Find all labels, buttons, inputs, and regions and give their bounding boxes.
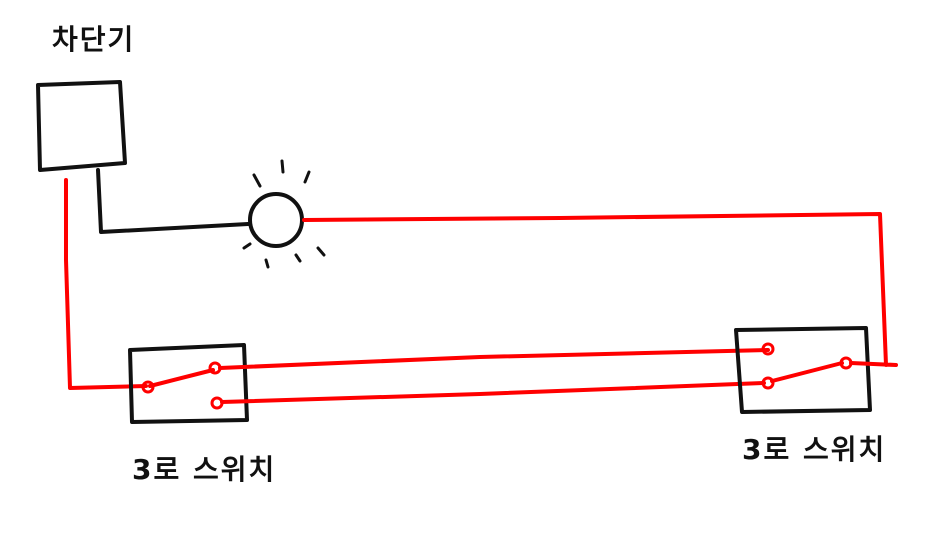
lamp-icon xyxy=(242,159,326,269)
traveler-wire-upper xyxy=(218,348,770,370)
switch-box-right xyxy=(734,326,872,414)
traveler-wire-lower xyxy=(220,381,766,404)
three-way-switch-right xyxy=(734,326,872,414)
neutral-wire xyxy=(96,168,250,234)
lamp-rays xyxy=(242,159,326,269)
terminal-left-common xyxy=(141,380,155,394)
hot-wire-switch-to-lamp xyxy=(302,212,898,367)
three-way-switch-right-label: 3로 스위치 xyxy=(742,433,887,466)
three-way-switch-left-label: 3로 스위치 xyxy=(132,453,277,486)
breaker-box xyxy=(36,80,127,172)
switch-lever-right xyxy=(770,361,844,383)
terminal-right-upper xyxy=(761,342,775,356)
hot-wire-breaker-to-switch xyxy=(64,178,148,390)
switch-box-left xyxy=(128,343,249,424)
breaker-label: 차단기 xyxy=(52,23,136,56)
three-way-switch-left xyxy=(128,343,249,424)
switch-lever-left xyxy=(148,368,215,388)
lamp-bulb xyxy=(248,192,304,248)
terminal-right-lower xyxy=(761,376,775,390)
